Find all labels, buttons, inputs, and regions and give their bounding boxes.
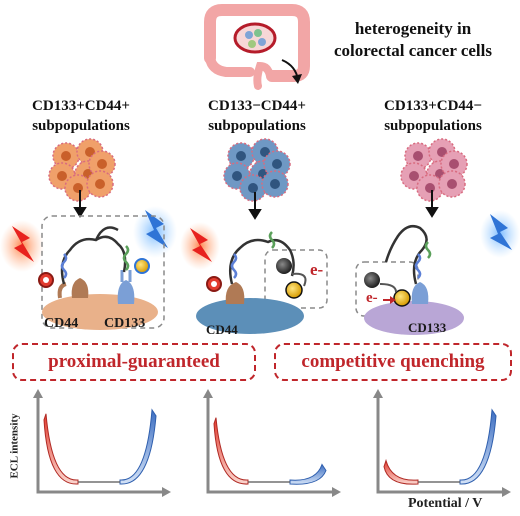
cell-nucleus xyxy=(425,183,435,193)
caption-markers: CD133−CD44+ xyxy=(208,98,306,114)
cell-nucleus xyxy=(97,159,107,169)
caption-subpop: subpopulations xyxy=(32,118,130,134)
x-axis-arrow xyxy=(502,487,511,497)
title-line-1: heterogeneity in xyxy=(354,19,472,38)
luminophore-blue-1 xyxy=(134,258,150,274)
cell-nucleus xyxy=(57,171,67,181)
plot-axes xyxy=(36,398,162,494)
mechanism-proximal-guaranteed: proximal-guaranteed xyxy=(12,343,256,381)
column-caption-3: CD133+CD44− subpopulations xyxy=(358,96,508,136)
column-caption-1: CD133+CD44+ subpopulations xyxy=(6,96,156,136)
cell-clusters xyxy=(48,138,468,202)
caption-markers: CD133+CD44+ xyxy=(32,98,130,114)
dna-probe-1 xyxy=(60,226,130,285)
label-cd133-1: CD133 xyxy=(104,316,146,331)
column-caption-2: CD133−CD44+ subpopulations xyxy=(182,96,332,136)
ecl-anodic-peak xyxy=(289,463,327,485)
y-axis-arrow xyxy=(203,389,213,398)
y-axis-arrow xyxy=(373,389,383,398)
title-line-2: colorectal cancer cells xyxy=(334,41,492,60)
mechanism-competitive-quenching: competitive quenching xyxy=(274,343,512,381)
figure-title: heterogeneity in colorectal cancer cells xyxy=(318,18,508,62)
cell-nucleus xyxy=(73,183,83,193)
cell-nucleus xyxy=(409,171,419,181)
dna-probe-3 xyxy=(384,225,432,285)
cell-nucleus xyxy=(447,179,457,189)
caption-subpop: subpopulations xyxy=(384,118,482,134)
label-cd44-2: CD44 xyxy=(206,322,238,337)
plot-axes xyxy=(206,398,332,494)
cell-nucleus xyxy=(272,159,282,169)
red-lightning-icon xyxy=(180,222,220,270)
quenched-luminophore-2 xyxy=(285,281,303,299)
ecl-anodic-peak xyxy=(119,408,157,485)
cell-nucleus xyxy=(413,151,423,161)
receptor-cd44-2 xyxy=(225,282,245,304)
quencher-3 xyxy=(364,272,380,288)
ecl-anodic-peak xyxy=(459,408,497,485)
cell-nucleus xyxy=(449,159,459,169)
caption-markers: CD133+CD44− xyxy=(384,98,482,114)
colon-illustration xyxy=(204,4,310,90)
cell-nucleus xyxy=(85,147,95,157)
quencher-2 xyxy=(276,258,292,274)
cell-membrane-2 xyxy=(196,298,304,334)
quenched-luminophore-3 xyxy=(393,289,411,307)
receptor-cd133-1 xyxy=(117,270,135,304)
red-lightning-icon xyxy=(0,220,44,272)
cell-nucleus xyxy=(248,183,258,193)
ecl-cathodic-peak xyxy=(213,417,249,485)
electron-label-3: e- xyxy=(366,290,378,306)
cell-nucleus xyxy=(236,151,246,161)
cell-nucleus xyxy=(232,171,242,181)
x-axis-arrow xyxy=(162,487,171,497)
caption-subpop: subpopulations xyxy=(208,118,306,134)
x-axis-arrow xyxy=(332,487,341,497)
x-axis-label: Potential / V xyxy=(408,496,483,511)
dna-probe-2 xyxy=(229,231,295,285)
plot-axes xyxy=(376,398,502,494)
electron-label-2: e- xyxy=(310,260,324,279)
label-cd133-3: CD133 xyxy=(408,320,447,335)
flow-arrows xyxy=(73,190,439,220)
cell-nucleus xyxy=(260,147,270,157)
cell-nucleus xyxy=(437,147,447,157)
label-cd44-1: CD44 xyxy=(44,316,79,331)
ecl-plots xyxy=(33,389,511,497)
cell-nucleus xyxy=(270,179,280,189)
probe-frame-1 xyxy=(41,215,165,329)
ecl-cathodic-peak xyxy=(43,413,79,485)
y-axis-label: ECL intensity xyxy=(8,413,21,479)
y-axis-arrow xyxy=(33,389,43,398)
ecl-cathodic-peak xyxy=(383,458,419,485)
cell-nucleus xyxy=(61,151,71,161)
receptor-cd44-1 xyxy=(57,278,89,299)
blue-lightning-icon xyxy=(133,206,177,258)
receptor-cd133-3 xyxy=(411,282,429,304)
blue-lightning-icon xyxy=(480,210,520,258)
cell-membrane-3 xyxy=(364,301,464,335)
cell-nucleus xyxy=(95,179,105,189)
